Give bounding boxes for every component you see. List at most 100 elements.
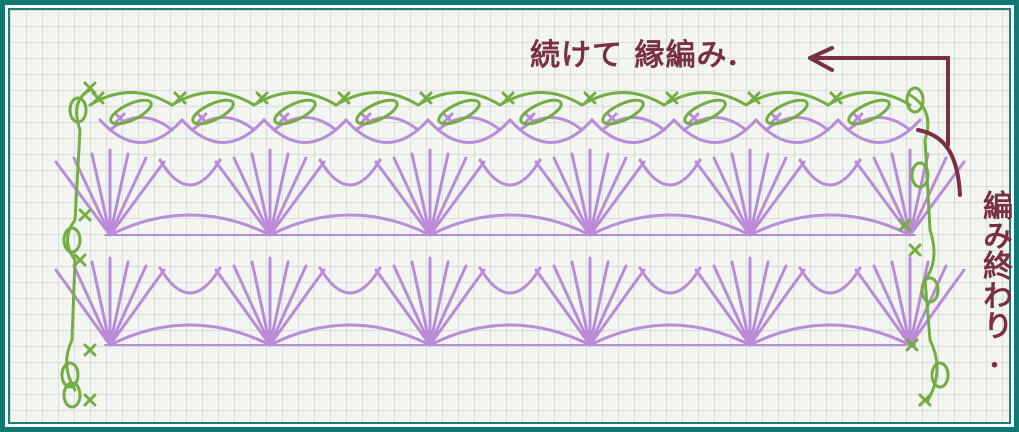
chain-loop-icon xyxy=(60,361,80,389)
note-continue-edging: 続けて 縁編み. xyxy=(530,38,739,73)
edging-arc xyxy=(334,91,420,107)
chain-loop-icon xyxy=(191,98,235,126)
edging-arc xyxy=(662,91,748,107)
edging-arc xyxy=(416,91,502,107)
fan-stitch-icon xyxy=(588,156,628,237)
chain-loop-icon xyxy=(683,98,727,126)
fan-stitch-icon xyxy=(748,268,806,347)
arrow-head xyxy=(808,46,834,72)
edging-arc xyxy=(744,91,830,107)
fan-stitch-icon xyxy=(748,152,770,237)
fan-stitch-icon xyxy=(588,264,628,347)
chain-loop-icon xyxy=(601,98,645,126)
chain-loop-icon xyxy=(190,116,256,132)
fan-stitch-icon xyxy=(908,260,930,347)
fan-stitch-icon xyxy=(588,160,646,237)
single-crochet-x-icon xyxy=(83,393,97,407)
chain-loop-icon xyxy=(930,361,950,389)
fan-stitch-icon xyxy=(90,260,112,347)
fan-stitch-icon xyxy=(72,156,112,237)
chain-loop-icon xyxy=(62,226,82,254)
fan-stitch-icon xyxy=(392,156,432,237)
single-crochet-x-icon xyxy=(905,338,919,352)
fan-stitch-icon xyxy=(268,160,326,237)
chain-loop-icon xyxy=(600,116,666,132)
chain-arc xyxy=(478,266,542,295)
fan-stitch-icon xyxy=(890,260,912,347)
single-crochet-x-icon xyxy=(524,112,536,124)
arrow-left-icon xyxy=(808,56,950,147)
fan-stitch-icon xyxy=(730,152,752,237)
chain-arc xyxy=(748,213,912,237)
fan-stitch-icon xyxy=(694,160,752,237)
chain-arc xyxy=(344,118,430,144)
chain-loop-icon xyxy=(436,116,502,132)
fan-stitch-icon xyxy=(268,264,308,347)
single-crochet-x-icon xyxy=(688,112,700,124)
chain-arc xyxy=(748,323,912,347)
edging-arc xyxy=(170,91,256,107)
single-crochet-x-icon xyxy=(918,393,932,407)
chain-loop-icon xyxy=(519,98,563,126)
edging-arc xyxy=(580,91,666,107)
chain-arc xyxy=(836,118,922,144)
fan-stitch-icon xyxy=(748,260,770,347)
edging-arc xyxy=(826,91,912,107)
fan-stitch-icon xyxy=(108,268,166,347)
fan-stitch-icon xyxy=(588,260,610,347)
fan-stitch-icon xyxy=(268,152,290,237)
fan-stitch-icon xyxy=(392,264,432,347)
edging-arc xyxy=(498,91,584,107)
single-crochet-x-icon xyxy=(606,112,618,124)
fan-stitch-icon xyxy=(428,268,486,347)
fan-stitch-icon xyxy=(90,152,112,237)
fan-stitch-icon xyxy=(712,156,752,237)
single-crochet-x-icon xyxy=(83,343,97,357)
fan-stitch-icon xyxy=(694,268,752,347)
fan-stitch-icon xyxy=(428,160,486,237)
chain-arc xyxy=(638,266,702,295)
fan-stitch-icon xyxy=(54,160,112,237)
chain-arc xyxy=(426,118,512,144)
fan-stitch-icon xyxy=(108,260,130,347)
fan-stitch-icon xyxy=(54,268,112,347)
chain-loop-icon xyxy=(109,98,153,126)
single-crochet-x-icon xyxy=(73,253,87,267)
chain-loop-icon xyxy=(846,116,912,132)
edging-side xyxy=(908,93,939,402)
chain-loop-icon xyxy=(354,116,420,132)
chain-loop-icon xyxy=(682,116,748,132)
single-crochet-x-icon xyxy=(770,112,782,124)
fan-stitch-icon xyxy=(588,152,610,237)
chain-arc xyxy=(318,158,382,187)
chain-loop-icon xyxy=(108,116,174,132)
single-crochet-x-icon xyxy=(442,112,454,124)
chain-arc xyxy=(98,118,184,144)
fan-stitch-icon xyxy=(108,156,148,237)
chain-arc xyxy=(508,118,594,144)
chain-loop-icon xyxy=(273,98,317,126)
fan-stitch-icon xyxy=(268,268,326,347)
fan-stitch-icon xyxy=(908,268,966,347)
fan-stitch-icon xyxy=(428,264,468,347)
single-crochet-x-icon xyxy=(114,112,126,124)
fan-stitch-icon xyxy=(552,156,592,237)
chain-arc xyxy=(428,213,592,237)
chain-loop-icon xyxy=(355,98,399,126)
fan-stitch-icon xyxy=(374,268,432,347)
fan-stitch-icon xyxy=(428,152,450,237)
fan-stitch-icon xyxy=(268,260,290,347)
chain-arc xyxy=(268,213,432,237)
chain-loop-icon xyxy=(910,161,930,189)
edging-arc xyxy=(88,91,174,107)
body-stitches xyxy=(54,112,966,347)
fan-stitch-icon xyxy=(854,268,912,347)
chain-loop-icon xyxy=(68,96,88,124)
fan-stitch-icon xyxy=(374,160,432,237)
edging-stitches xyxy=(60,81,950,409)
fan-stitch-icon xyxy=(428,156,468,237)
chain-arc xyxy=(108,213,272,237)
fan-stitch-icon xyxy=(748,160,806,237)
chain-arc xyxy=(428,323,592,347)
